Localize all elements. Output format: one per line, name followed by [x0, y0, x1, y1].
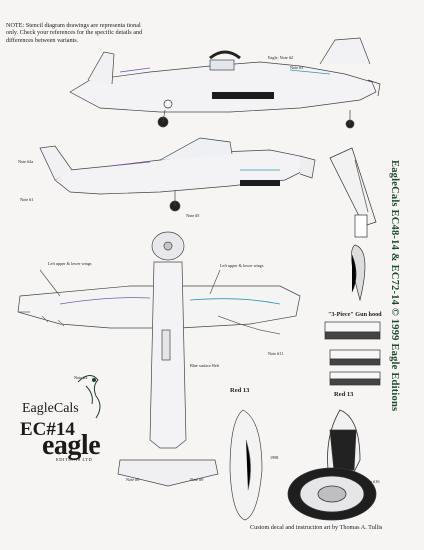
rudder-right — [287, 409, 377, 521]
callout-note1: Note #1 — [20, 197, 34, 202]
logo-eaglecals: EagleCals — [22, 401, 79, 416]
plan-view — [17, 231, 301, 487]
callout-note11: Note #11 — [268, 351, 284, 356]
profile-upper — [69, 37, 381, 129]
logo-editions: EDITIONS LTD — [56, 457, 93, 462]
callout-tail-right: Note #9 — [190, 477, 204, 482]
callout-note3: Note #3 — [290, 65, 304, 70]
side-title: EagleCals EC48-14 & EC72-14 © 1999 Eagle… — [389, 160, 400, 412]
callout-tail-left: Note #9 — [126, 477, 140, 482]
logo-eagle-wordmark: eagle — [42, 430, 101, 461]
red13-right-label: Red 13 — [334, 391, 354, 398]
callout-note5: Note #5 — [186, 213, 200, 218]
callout-fuselage-belt: Blue surface Belt — [190, 363, 220, 368]
callout-right-wings: Left upper & lower wings — [220, 263, 264, 268]
logo-ec-number: EC#14 — [20, 419, 75, 440]
gun-hood-label: "3-Piece" Gun hood — [328, 311, 382, 318]
callout-note4a: Note #4a — [18, 159, 34, 164]
callout-1998: 1998 — [270, 455, 279, 460]
art-credit: Custom decal and instruction art by Thom… — [250, 524, 383, 531]
eagle-logo-bird — [77, 375, 101, 419]
red13-left-label: Red 13 — [230, 387, 250, 394]
callout-eagle-note2: Eagle, Note #2 — [268, 55, 294, 60]
callout-left-wings: Left upper & lower wings — [48, 261, 92, 266]
fin-left — [229, 409, 263, 521]
stencil-note: NOTE: Stencil diagram drawings are repre… — [6, 22, 143, 44]
profile-lower — [39, 137, 316, 212]
callout-note16: Note #16 — [364, 479, 380, 484]
gun-hood-strips — [324, 321, 381, 386]
callout-note4: Note #4 — [74, 375, 88, 380]
propeller-blade — [329, 147, 377, 302]
